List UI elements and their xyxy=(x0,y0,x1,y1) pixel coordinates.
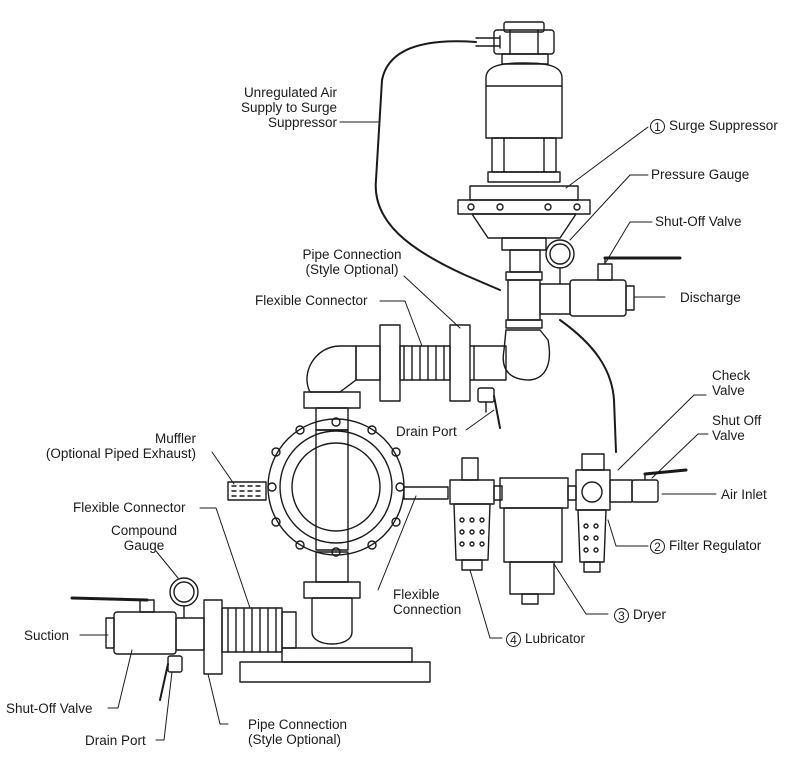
label-suction: Suction xyxy=(24,628,70,643)
label-muffler: Muffler (Optional Piped Exhaust) xyxy=(45,431,196,461)
check-valve xyxy=(609,479,633,503)
label-air-inlet: Air Inlet xyxy=(721,487,767,502)
label-flexible-connection: Flexible Connection xyxy=(393,587,462,617)
discharge-manifold xyxy=(306,345,357,393)
label-drain-port-bottom: Drain Port xyxy=(85,733,146,748)
label-pipe-connection-bottom: Pipe Connection (Style Optional) xyxy=(248,717,348,747)
flexible-connection xyxy=(403,486,449,500)
dryer xyxy=(499,477,569,605)
label-discharge: Discharge xyxy=(680,290,741,305)
label-pipe-connection-top: Pipe Connection (Style Optional) xyxy=(302,247,402,277)
air-supply-hose xyxy=(374,40,501,291)
label-flexible-connector-top: Flexible Connector xyxy=(255,293,368,308)
leader-lines xyxy=(79,121,717,741)
shutoff-valve-bottom xyxy=(70,596,177,655)
label-check-valve: Check Valve xyxy=(712,368,751,398)
label-shut-off-valve-right: Shut Off Valve xyxy=(712,413,762,443)
surge-suppressor xyxy=(457,21,591,273)
compound-gauge xyxy=(169,577,199,619)
label-unregulated-air: Unregulated Air Supply to Surge Suppress… xyxy=(240,85,337,130)
shutoff-valve-top xyxy=(569,256,682,317)
label-shutoff-valve-bottom: Shut-Off Valve xyxy=(6,701,93,716)
filter-regulator xyxy=(575,453,611,573)
label-shutoff-valve-top: Shut-Off Valve xyxy=(655,214,742,229)
base-plate xyxy=(239,661,431,683)
drain-port-bottom xyxy=(159,655,183,701)
flex-connector-top xyxy=(399,345,451,381)
muffler xyxy=(227,481,267,501)
elbow-top xyxy=(502,329,551,381)
pump-body xyxy=(267,417,405,557)
label-pressure-gauge: Pressure Gauge xyxy=(651,167,750,182)
label-compound-gauge: Compound Gauge xyxy=(110,523,178,553)
regulated-air-hose xyxy=(559,319,617,453)
label-drain-port-top: Drain Port xyxy=(396,424,457,439)
lubricator xyxy=(449,457,495,571)
label-flexible-connector-bottom: Flexible Connector xyxy=(73,500,186,515)
shutoff-valve-air xyxy=(631,468,688,503)
pressure-gauge-top xyxy=(545,239,575,285)
